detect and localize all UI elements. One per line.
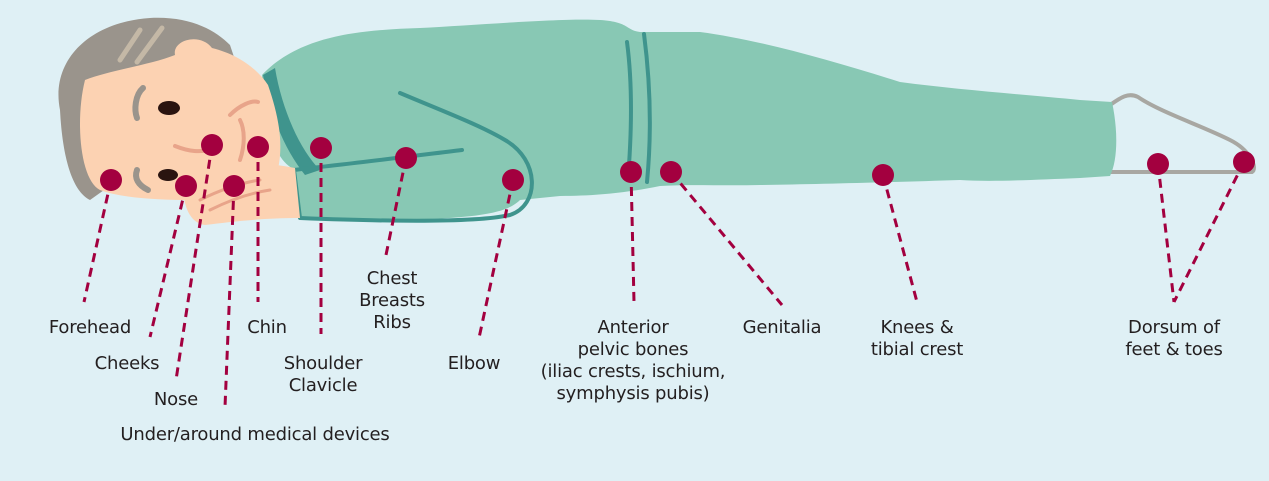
label-nose: Nose	[153, 389, 199, 410]
leader-line-knees	[881, 174, 919, 303]
label-forehead: Forehead	[48, 317, 132, 338]
pressure-dot-feet	[1147, 153, 1169, 175]
label-chin: Chin	[247, 317, 287, 338]
pressure-dot-genitalia	[660, 161, 682, 183]
gown-collar	[263, 68, 320, 175]
label-chest: Chest Breasts Ribs	[359, 268, 425, 333]
leader-line-feet	[1172, 161, 1246, 303]
hair-streak	[117, 25, 165, 65]
pressure-dot-forehead	[100, 169, 122, 191]
gown-belt-line	[625, 40, 634, 167]
pressure-dot-shoulder	[310, 137, 332, 159]
leader-line-cheeks	[148, 185, 188, 338]
eye	[158, 101, 180, 115]
arm-sleeve	[292, 91, 534, 223]
label-knees: Knees & tibial crest	[870, 317, 964, 360]
eye	[158, 169, 178, 181]
pressure-dot-pelvic	[620, 161, 642, 183]
leader-line-medical-devices	[223, 185, 236, 408]
leader-line-nose	[174, 144, 214, 381]
label-medical-devices: Under/around medical devices	[120, 424, 390, 445]
leader-line-genitalia	[669, 171, 784, 306]
leader-line-elbow	[477, 179, 515, 339]
pressure-dot-cheeks	[175, 175, 197, 197]
label-elbow: Elbow	[447, 353, 501, 374]
leader-line-pelvic	[629, 171, 636, 303]
gown-body	[262, 19, 1117, 221]
leader-line-chest	[384, 157, 408, 256]
shoe-outline	[1108, 93, 1256, 174]
gown-belt-line	[642, 32, 652, 184]
label-cheeks: Cheeks	[94, 353, 160, 374]
leader-line-feet	[1156, 163, 1176, 303]
leader-line-forehead	[82, 179, 113, 303]
pressure-dot-medical-devices	[223, 175, 245, 197]
pressure-dot-chin	[247, 136, 269, 158]
pressure-dots	[100, 134, 1255, 197]
leader-lines	[82, 144, 1246, 408]
pressure-dot-knees	[872, 164, 894, 186]
eyebrow	[132, 85, 146, 121]
label-pelvic: Anterior pelvic bones (iliac crests, isc…	[540, 317, 726, 404]
eyebrow	[133, 167, 151, 193]
pressure-dot-nose	[201, 134, 223, 156]
pressure-dot-chest	[395, 147, 417, 169]
label-shoulder: Shoulder Clavicle	[283, 353, 363, 396]
label-feet: Dorsum of feet & toes	[1125, 317, 1223, 360]
pressure-dot-elbow	[502, 169, 524, 191]
pressure-dot-feet	[1233, 151, 1255, 173]
label-genitalia: Genitalia	[742, 317, 822, 338]
face	[80, 39, 281, 204]
